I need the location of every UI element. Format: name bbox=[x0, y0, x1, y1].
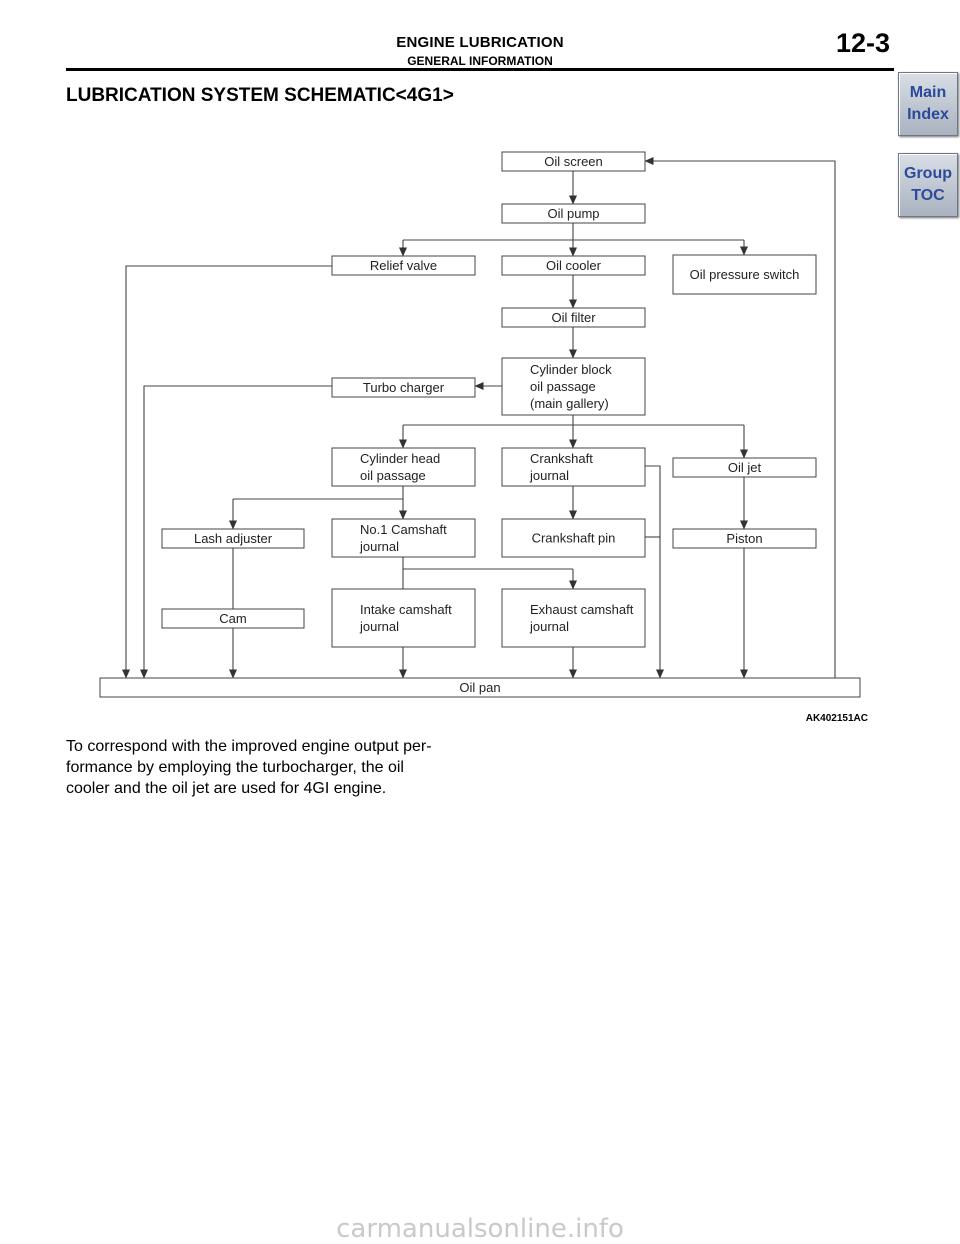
box-label: Oil filter bbox=[551, 310, 596, 325]
body-line-3: cooler and the oil jet are used for 4GI … bbox=[66, 780, 387, 797]
box-cylinder-head: Cylinder head oil passage bbox=[331, 447, 476, 487]
box-relief-valve: Relief valve bbox=[331, 255, 476, 276]
main-index-button[interactable]: Main Index bbox=[898, 72, 958, 136]
box-intake-camshaft: Intake camshaft journal bbox=[331, 588, 476, 648]
main-index-label-2: Index bbox=[907, 106, 949, 123]
box-label: Exhaust camshaft bbox=[530, 602, 634, 617]
box-oil-jet: Oil jet bbox=[672, 457, 817, 478]
box-exhaust-camshaft: Exhaust camshaft journal bbox=[501, 588, 646, 648]
group-toc-label-2: TOC bbox=[911, 187, 945, 204]
box-label: Oil pan bbox=[459, 680, 500, 695]
site-watermark: carmanualsonline.info bbox=[336, 1214, 624, 1244]
box-oil-screen: Oil screen bbox=[501, 151, 646, 172]
box-crankshaft-journal: Crankshaft journal bbox=[501, 447, 646, 487]
box-label: Cylinder block bbox=[530, 362, 612, 377]
box-label: Oil pressure switch bbox=[690, 267, 800, 282]
box-label: Oil screen bbox=[544, 154, 603, 169]
group-toc-button[interactable]: Group TOC bbox=[898, 153, 958, 217]
header-rule bbox=[66, 68, 894, 71]
box-label: oil passage bbox=[530, 379, 596, 394]
box-label: Crankshaft bbox=[530, 451, 593, 466]
box-label: No.1 Camshaft bbox=[360, 522, 447, 537]
box-label: Oil pump bbox=[547, 206, 599, 221]
box-cylinder-block: Cylinder block oil passage (main gallery) bbox=[501, 357, 646, 416]
body-line-2: formance by employing the turbocharger, … bbox=[66, 759, 404, 776]
body-paragraph: To correspond with the improved engine o… bbox=[66, 736, 486, 799]
section-subtitle: GENERAL INFORMATION bbox=[407, 54, 553, 68]
box-cam: Cam bbox=[161, 608, 305, 629]
flow-lines bbox=[122, 157, 836, 679]
flow-connector bbox=[645, 465, 664, 679]
box-label: Crankshaft pin bbox=[532, 531, 616, 546]
box-label: journal bbox=[529, 468, 569, 483]
box-turbo-charger: Turbo charger bbox=[331, 377, 476, 398]
box-label: (main gallery) bbox=[530, 396, 609, 411]
box-label: journal bbox=[529, 619, 569, 634]
box-label: journal bbox=[359, 539, 399, 554]
box-label: journal bbox=[359, 619, 399, 634]
box-crankshaft-pin: Crankshaft pin bbox=[501, 518, 646, 558]
flow-connector bbox=[140, 385, 332, 679]
box-label: oil passage bbox=[360, 468, 426, 483]
section-title: LUBRICATION SYSTEM SCHEMATIC<4G1> bbox=[66, 85, 454, 106]
page-number: 12-3 bbox=[836, 28, 891, 58]
box-oil-pan: Oil pan bbox=[99, 677, 861, 698]
box-label: Intake camshaft bbox=[360, 602, 452, 617]
box-label: Oil jet bbox=[728, 460, 762, 475]
group-toc-label-1: Group bbox=[904, 165, 952, 182]
box-lash-adjuster: Lash adjuster bbox=[161, 528, 305, 549]
box-oil-pressure-switch: Oil pressure switch bbox=[672, 254, 817, 295]
box-label: Turbo charger bbox=[363, 380, 445, 395]
box-piston: Piston bbox=[672, 528, 817, 549]
box-no1-camshaft: No.1 Camshaft journal bbox=[331, 518, 476, 558]
flow-connector bbox=[644, 157, 836, 678]
main-index-label-1: Main bbox=[909, 84, 947, 101]
box-label: Oil cooler bbox=[546, 258, 602, 273]
flow-connector bbox=[122, 265, 332, 679]
box-oil-filter: Oil filter bbox=[501, 307, 646, 328]
box-oil-cooler: Oil cooler bbox=[501, 255, 646, 276]
chapter-title: ENGINE LUBRICATION bbox=[396, 34, 564, 51]
figure-code: AK402151AC bbox=[806, 713, 868, 724]
body-line-1: To correspond with the improved engine o… bbox=[66, 738, 432, 755]
box-label: Lash adjuster bbox=[194, 531, 273, 546]
box-label: Cam bbox=[219, 611, 246, 626]
box-label: Cylinder head bbox=[360, 451, 440, 466]
box-label: Relief valve bbox=[370, 258, 437, 273]
box-label: Piston bbox=[726, 531, 762, 546]
box-oil-pump: Oil pump bbox=[501, 203, 646, 224]
